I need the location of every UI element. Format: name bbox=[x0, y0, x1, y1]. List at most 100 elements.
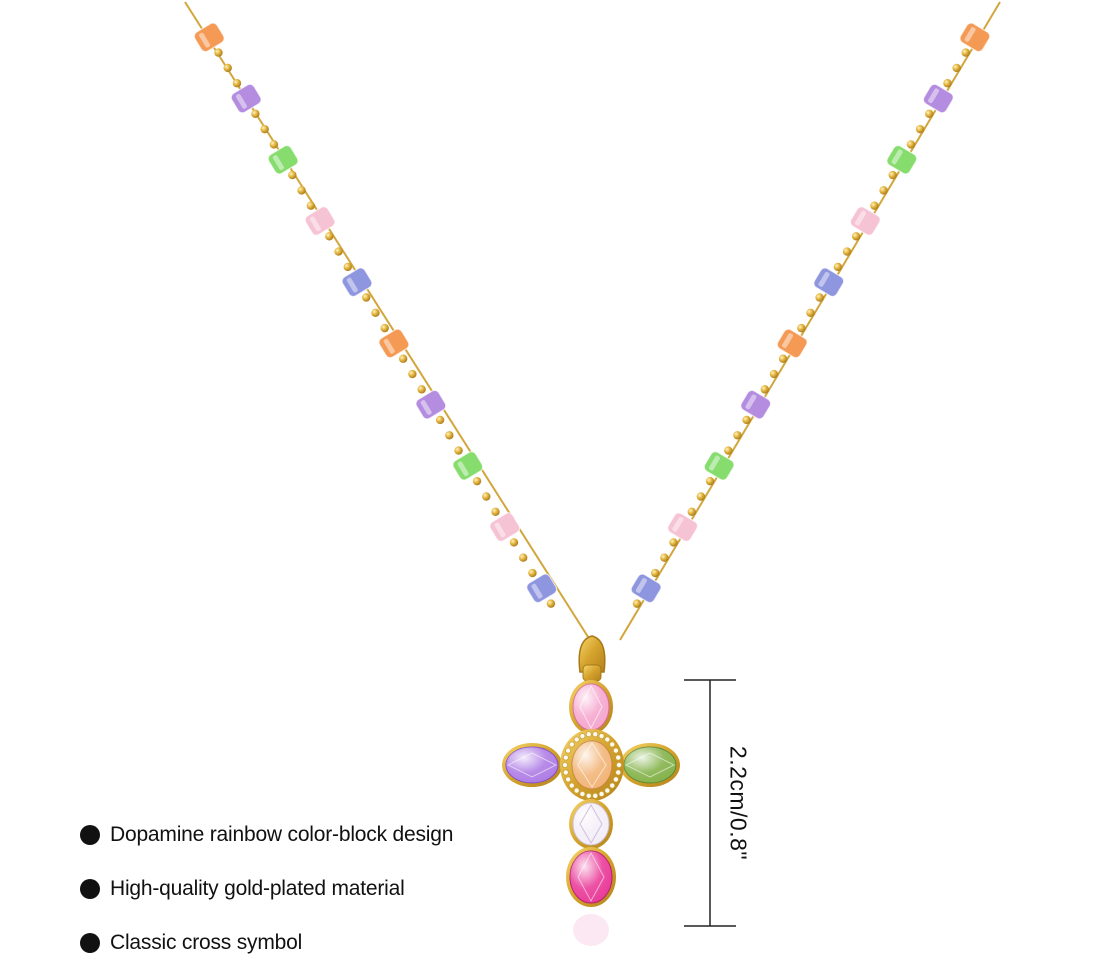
bead-highlight bbox=[272, 155, 284, 170]
halo-stone bbox=[562, 762, 569, 769]
gold-chain-ball bbox=[870, 201, 879, 210]
gold-chain-ball bbox=[371, 308, 380, 318]
halo-stone bbox=[585, 731, 592, 738]
halo-stone bbox=[579, 790, 586, 797]
gold-chain-ball bbox=[445, 431, 454, 440]
crystal-bead bbox=[886, 144, 918, 175]
crystal-bead bbox=[526, 573, 558, 604]
gold-chain-ball bbox=[454, 446, 463, 455]
pendant-bail-ring bbox=[582, 664, 602, 682]
bead-highlight bbox=[855, 210, 867, 226]
chain-left-beads bbox=[193, 22, 558, 608]
gold-chain-ball bbox=[343, 262, 352, 272]
crystal-bead bbox=[267, 144, 299, 175]
crystal-bead bbox=[740, 389, 772, 420]
gold-chain-ball bbox=[472, 476, 482, 486]
bullet-icon bbox=[80, 932, 100, 953]
halo-stone bbox=[568, 741, 575, 748]
bead-highlight bbox=[818, 271, 830, 287]
gold-chain-ball bbox=[879, 186, 888, 195]
halo-stone bbox=[615, 754, 622, 761]
gold-chain-ball bbox=[491, 507, 500, 516]
gold-chain-ball bbox=[288, 170, 297, 180]
crystal-bead bbox=[378, 328, 410, 359]
bead-highlight bbox=[964, 27, 976, 42]
crystal-bead bbox=[489, 512, 521, 542]
halo-stone bbox=[592, 792, 599, 799]
gold-chain-ball bbox=[943, 79, 952, 88]
gold-chain-ball bbox=[651, 568, 660, 578]
gold-chain-ball bbox=[797, 323, 806, 333]
bead-highlight bbox=[708, 455, 720, 471]
halo-stone bbox=[565, 776, 572, 783]
halo-stone bbox=[562, 754, 569, 761]
gold-chain-ball bbox=[906, 140, 916, 149]
bullet-icon bbox=[80, 878, 100, 899]
gold-chain-ball bbox=[408, 369, 417, 379]
gold-chain-ball bbox=[815, 293, 824, 302]
bead-highlight bbox=[383, 338, 395, 354]
bead-highlight bbox=[928, 88, 940, 104]
gold-chain-ball bbox=[362, 293, 371, 302]
gold-chain-ball bbox=[851, 232, 861, 241]
gold-chain-ball bbox=[251, 109, 260, 119]
gold-chain-ball bbox=[546, 599, 556, 608]
gold-chain-ball bbox=[269, 140, 279, 149]
cross-center-stone bbox=[560, 729, 624, 801]
gold-chain-ball bbox=[223, 63, 232, 73]
bead-highlight bbox=[745, 394, 757, 410]
crystal-bead bbox=[703, 451, 735, 481]
bead-highlight bbox=[531, 583, 543, 599]
bead-highlight bbox=[198, 32, 211, 48]
feature-text: Classic cross symbol bbox=[110, 930, 303, 954]
gold-chain-ball bbox=[961, 48, 970, 57]
crystal-bead bbox=[193, 22, 225, 53]
feature-text: High-quality gold-plated material bbox=[110, 876, 405, 900]
pendant-size-label: 2.2cm/0.8" bbox=[725, 745, 752, 861]
dimension-marker bbox=[684, 679, 736, 927]
cross-left-stone bbox=[502, 743, 562, 787]
bullet-icon bbox=[80, 824, 100, 845]
bead-highlight bbox=[346, 277, 358, 293]
halo-stone bbox=[615, 769, 622, 776]
gold-chain-ball bbox=[632, 599, 642, 608]
gold-chain-ball bbox=[528, 568, 537, 578]
bead-highlight bbox=[309, 216, 321, 232]
feature-item: Classic cross symbol bbox=[80, 926, 500, 959]
feature-item: Dopamine rainbow color-block design bbox=[80, 818, 500, 851]
gold-chain-ball bbox=[915, 124, 925, 134]
gold-chain-ball bbox=[417, 385, 426, 394]
crystal-bead bbox=[630, 573, 662, 604]
halo-stone bbox=[568, 782, 575, 789]
gold-chain-ball bbox=[778, 354, 788, 363]
cross-pendant bbox=[502, 635, 680, 946]
cross-bottom-stone bbox=[566, 847, 616, 907]
halo-stone bbox=[565, 747, 572, 754]
crystal-bead bbox=[452, 451, 484, 481]
bead-highlight bbox=[420, 400, 432, 415]
pendant-reflection bbox=[573, 914, 609, 946]
necklace-chain bbox=[184, 1, 1001, 641]
gold-chain-ball bbox=[232, 79, 242, 88]
gold-chain-ball bbox=[925, 109, 934, 119]
crystal-bead bbox=[667, 512, 699, 542]
chain-left-strand bbox=[184, 1, 591, 641]
feature-item: High-quality gold-plated material bbox=[80, 872, 500, 905]
gold-chain-ball bbox=[769, 369, 779, 379]
halo-stone bbox=[573, 736, 580, 743]
gold-chain-ball bbox=[760, 385, 770, 394]
gold-chain-ball bbox=[482, 492, 491, 501]
feature-text: Dopamine rainbow color-block design bbox=[110, 822, 454, 846]
halo-stone bbox=[573, 787, 580, 794]
crystal-bead bbox=[922, 83, 954, 114]
cross-lower-stone bbox=[569, 799, 613, 849]
halo-stone bbox=[612, 776, 619, 783]
halo-stone bbox=[616, 762, 623, 769]
bead-highlight bbox=[635, 578, 647, 593]
gold-chain-ball bbox=[214, 48, 223, 57]
halo-stone bbox=[604, 736, 611, 743]
gold-chain-ball bbox=[705, 476, 715, 486]
gold-chain-ball bbox=[733, 431, 742, 440]
halo-stone bbox=[609, 741, 616, 748]
